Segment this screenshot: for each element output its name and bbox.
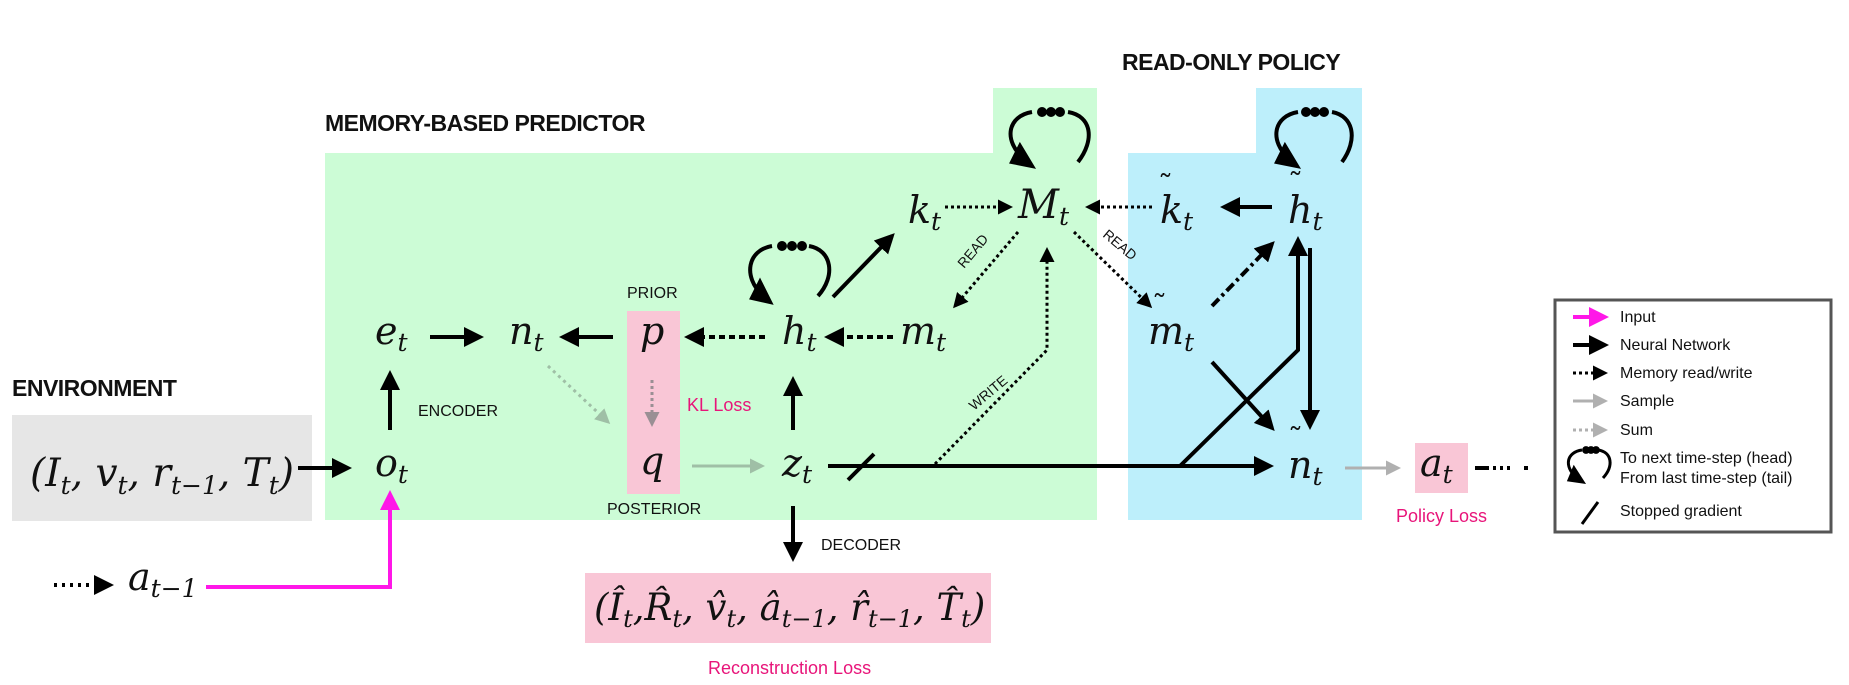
stopped-gradient-mark xyxy=(846,452,876,482)
edge-mtilde-to-htilde xyxy=(1210,241,1275,308)
prior-posterior-box xyxy=(627,311,680,494)
prior-label: PRIOR xyxy=(627,285,678,302)
read-only-policy-title: READ-ONLY POLICY xyxy=(1122,49,1340,75)
edges xyxy=(54,197,1530,595)
encoder-label: ENCODER xyxy=(418,403,498,420)
node-q: q xyxy=(640,439,664,483)
edge-mtilde-to-ntilde xyxy=(1210,360,1275,431)
environment-title: ENVIRONMENT xyxy=(12,375,177,401)
node-a-prev: at−1 xyxy=(128,555,198,603)
reconstruction-loss-label: Reconstruction Loss xyxy=(708,658,871,678)
legend-stop-label: Stopped gradient xyxy=(1620,503,1742,520)
legend-loop-icon xyxy=(1566,446,1612,484)
kl-loss-label: KL Loss xyxy=(687,395,751,415)
memory-predictor-region xyxy=(325,88,1097,520)
tilde-n: ˜ xyxy=(1288,422,1303,457)
edge-z-to-htilde xyxy=(1178,236,1308,468)
legend-stop-mark xyxy=(1580,501,1600,525)
memory-predictor-title: MEMORY-BASED PREDICTOR xyxy=(325,110,646,136)
posterior-label: POSTERIOR xyxy=(607,501,701,518)
legend-sample-label: Sample xyxy=(1620,393,1674,410)
edge-M-to-m xyxy=(953,231,1020,309)
reconstruction-box xyxy=(585,573,991,643)
legend-network-label: Neural Network xyxy=(1620,337,1731,354)
decoder-label: DECODER xyxy=(821,537,901,554)
edge-h-to-k xyxy=(831,233,895,299)
node-p: p xyxy=(640,309,664,353)
loop-h xyxy=(748,241,832,305)
legend-sum-label: Sum xyxy=(1620,422,1653,439)
legend: Input Neural Network Memory read/write S… xyxy=(1553,298,1833,534)
action-box xyxy=(1415,443,1468,493)
legend-loop-tail-label: From last time-step (tail) xyxy=(1620,470,1792,487)
node-h-tilde: ht xyxy=(1288,188,1323,236)
policy-loss-label: Policy Loss xyxy=(1396,506,1487,526)
node-m: mt xyxy=(900,309,947,357)
edge-a-prev-to-o xyxy=(206,490,400,589)
legend-loop-head-label: To next time-step (head) xyxy=(1620,450,1793,467)
loop-h-tilde xyxy=(1274,107,1354,169)
tilde-m: ˜ xyxy=(1152,289,1167,324)
legend-memory-label: Memory read/write xyxy=(1620,365,1753,382)
legend-frame xyxy=(1553,298,1833,534)
node-environment-input: (It, vt, rt−1, Tt) xyxy=(30,451,294,500)
tilde-k: ˜ xyxy=(1158,169,1173,204)
legend-input-label: Input xyxy=(1620,309,1656,326)
loop-M xyxy=(1008,107,1091,169)
tilde-h: ˜ xyxy=(1288,167,1303,202)
environment-region xyxy=(12,415,312,521)
